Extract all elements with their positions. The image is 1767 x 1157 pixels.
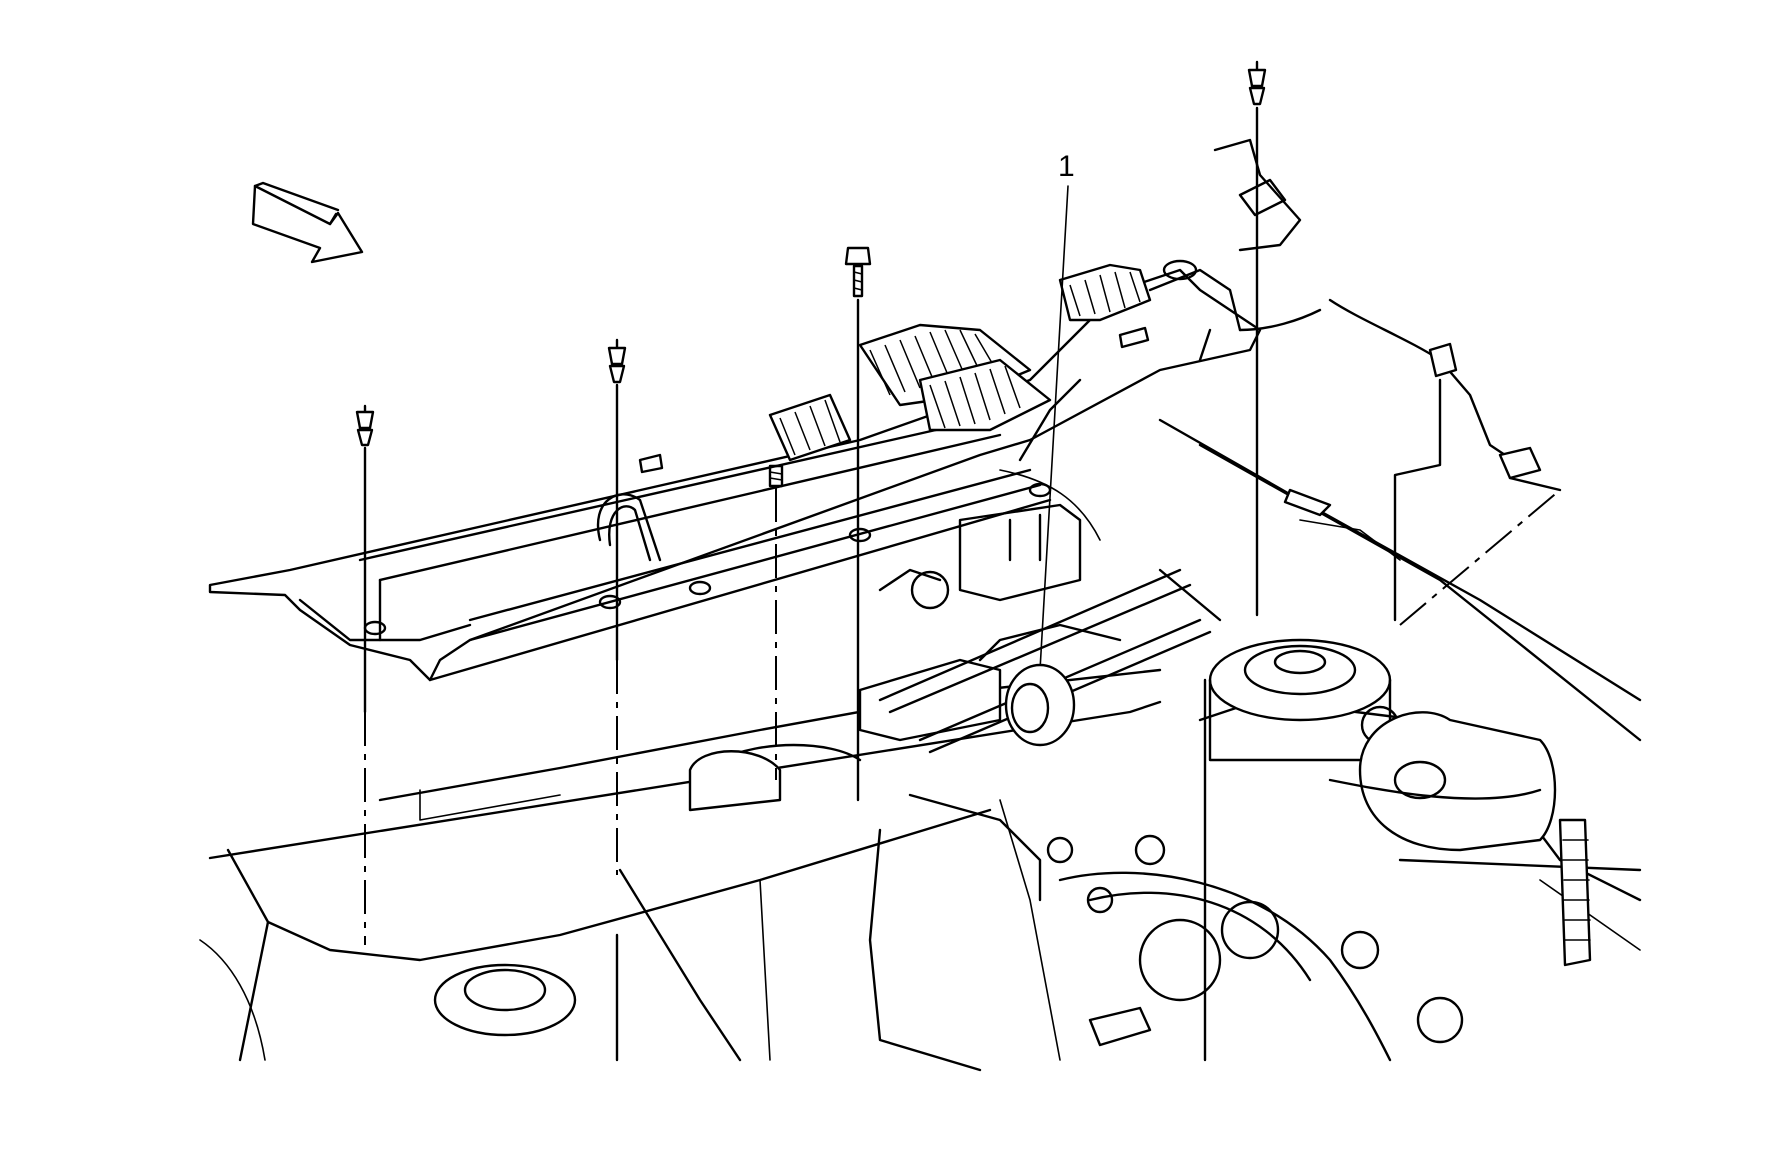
wiper-motor-assembly: [688, 469, 1222, 902]
push-pin-retainer-icon: [355, 404, 375, 447]
bolt-icon: [768, 464, 784, 488]
forward-direction-arrow-icon: [251, 181, 364, 264]
cowl-panel: [208, 138, 1322, 682]
wire-harness: [1328, 298, 1562, 626]
body-structure: [199, 638, 1642, 1072]
callout-label-1: 1: [1058, 150, 1075, 183]
windshield-edge: [1158, 418, 1642, 742]
bolt-icon: [844, 246, 872, 298]
callout-1: 1: [1004, 150, 1076, 747]
push-pin-retainer-icon: [607, 338, 627, 384]
push-pin-retainer-icon: [1247, 60, 1267, 106]
